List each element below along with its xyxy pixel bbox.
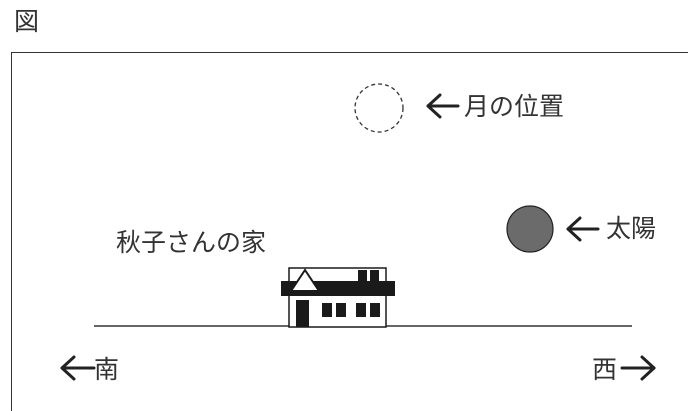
sun-icon	[506, 205, 554, 253]
moon-label: 月の位置	[464, 92, 565, 121]
figure-label: 図	[14, 7, 40, 36]
south-arrow-icon	[60, 355, 96, 381]
west-arrow-icon	[620, 355, 656, 381]
sun-label: 太陽	[606, 214, 657, 243]
house-label: 秋子さんの家	[116, 228, 267, 257]
diagram-frame	[11, 52, 688, 411]
moon-icon	[354, 83, 404, 133]
west-label: 西	[592, 355, 618, 384]
house-icon	[281, 267, 395, 328]
sun-arrow-icon	[566, 216, 600, 242]
south-label: 南	[94, 355, 120, 384]
moon-arrow-icon	[426, 93, 460, 119]
